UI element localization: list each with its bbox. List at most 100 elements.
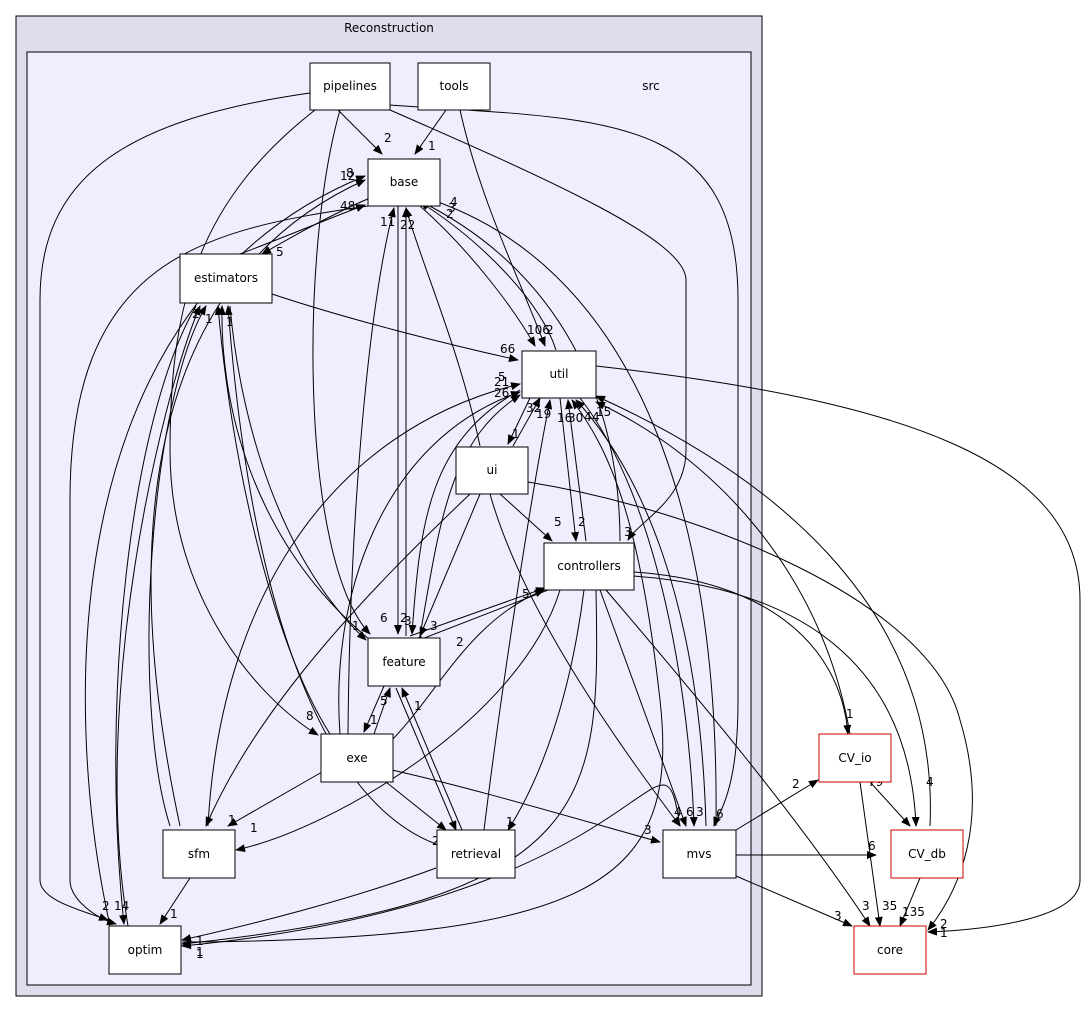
edge-label: 135	[902, 905, 925, 919]
edge-label: 3	[862, 899, 870, 913]
edge-label: 6	[716, 807, 724, 821]
edge	[575, 399, 707, 827]
edge	[181, 589, 598, 948]
edge	[419, 493, 481, 637]
edge-label: 26	[494, 386, 509, 400]
edge-label: 6	[686, 805, 694, 819]
edge-label: 1	[352, 619, 360, 633]
edge	[459, 109, 546, 347]
node-pipelines-label: pipelines	[323, 79, 377, 93]
edge	[404, 207, 481, 447]
node-estimators[interactable]: estimators	[179, 253, 273, 304]
edge	[605, 589, 871, 927]
edge	[633, 575, 920, 827]
edge	[409, 587, 546, 637]
node-ui[interactable]: ui	[455, 446, 529, 495]
cluster-src-title: src	[642, 79, 660, 93]
edge	[385, 781, 447, 831]
node-pipelines[interactable]: pipelines	[309, 62, 391, 111]
node-sfm[interactable]: sfm	[162, 829, 236, 879]
edge	[512, 397, 541, 447]
edge	[217, 305, 371, 641]
node-base[interactable]: base	[367, 158, 441, 207]
edge-label: 4	[926, 775, 934, 789]
edge	[84, 175, 366, 927]
node-util-label: util	[550, 367, 569, 381]
edge-label: 1	[506, 815, 514, 829]
edge-label: 15	[596, 405, 611, 419]
edge	[899, 877, 921, 927]
edge	[150, 179, 366, 827]
edge	[419, 394, 521, 637]
node-ui-label: ui	[487, 463, 498, 477]
node-optim-label: optim	[128, 943, 163, 957]
node-estimators-label: estimators	[194, 271, 258, 285]
edge-label: 3	[430, 619, 438, 633]
edge-label: 2	[456, 635, 464, 649]
edge-label: 1	[196, 934, 204, 948]
node-feature[interactable]: feature	[367, 637, 441, 687]
node-core[interactable]: core	[853, 925, 927, 975]
node-cv-db-label: CV_db	[908, 847, 946, 861]
edge-label: 5	[276, 245, 284, 259]
edge	[207, 382, 521, 827]
node-mvs[interactable]: mvs	[662, 829, 737, 879]
edge	[559, 397, 579, 542]
edge	[483, 399, 553, 831]
nodes: pipelines tools base estimators util ui …	[108, 62, 964, 975]
edge	[337, 109, 383, 155]
node-tools[interactable]: tools	[417, 62, 491, 111]
node-util[interactable]: util	[521, 350, 597, 399]
edge	[595, 365, 1081, 936]
node-optim[interactable]: optim	[108, 925, 182, 975]
node-retrieval[interactable]: retrieval	[436, 829, 516, 879]
edge-label: 3	[696, 805, 704, 819]
edge-label: 6	[380, 611, 388, 625]
edge-label: 106	[527, 323, 550, 337]
edge	[859, 781, 883, 927]
edge	[579, 397, 698, 827]
node-controllers-label: controllers	[557, 559, 621, 573]
node-cv-io[interactable]: CV_io	[818, 733, 892, 783]
edge-label: 1	[846, 707, 854, 721]
edge	[595, 401, 851, 735]
edge	[499, 493, 553, 542]
edge	[735, 875, 853, 927]
node-sfm-label: sfm	[188, 847, 210, 861]
edge	[159, 877, 191, 925]
edge	[408, 389, 521, 635]
edge	[414, 109, 447, 155]
edge	[395, 687, 457, 831]
edge-label: 1	[205, 312, 213, 326]
edge-label: 3	[448, 201, 456, 215]
edge-label: 66	[500, 342, 515, 356]
edge-label: 16	[557, 411, 572, 425]
edge	[214, 305, 331, 735]
edge-label: 5	[498, 370, 506, 384]
edge	[338, 391, 521, 735]
edge	[115, 305, 197, 925]
edge	[261, 197, 371, 255]
node-controllers[interactable]: controllers	[543, 542, 635, 591]
edge-label: 2	[546, 323, 554, 337]
edge	[507, 397, 531, 445]
edge-label: 3	[624, 525, 632, 539]
edge-label: 5	[380, 694, 388, 708]
edge-label: 1	[250, 821, 258, 835]
edge-label: 8	[306, 709, 314, 723]
node-tools-label: tools	[440, 79, 469, 93]
edge-label: 1	[370, 713, 378, 727]
edge-label: 3	[644, 823, 652, 837]
edge	[39, 92, 311, 921]
edge-label: 2	[446, 207, 454, 221]
node-cv-db[interactable]: CV_db	[890, 829, 964, 879]
edge-label: 2	[432, 834, 440, 848]
edge-label: 4	[592, 410, 600, 424]
node-exe[interactable]: exe	[320, 733, 394, 783]
edge-label: 6	[868, 839, 876, 853]
edge	[869, 781, 911, 827]
edge	[181, 867, 437, 942]
edge	[595, 395, 931, 827]
edge	[735, 779, 819, 831]
